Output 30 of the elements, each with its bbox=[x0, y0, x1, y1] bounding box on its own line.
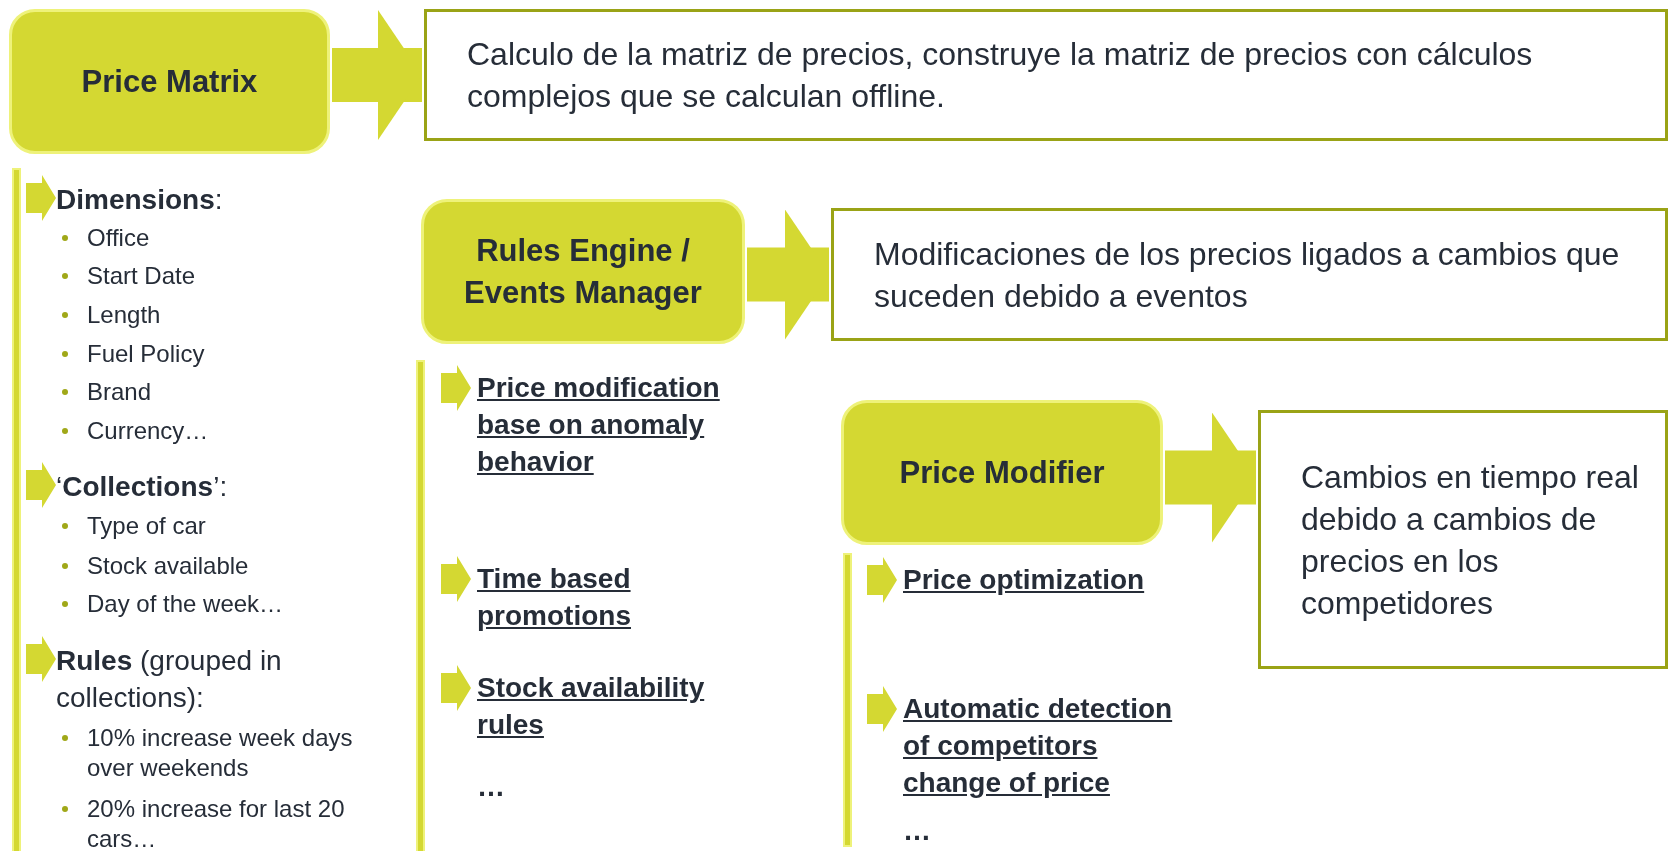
list-item: 20% increase for last 20 cars… bbox=[87, 794, 346, 851]
section-heading: ‘Collections’: bbox=[56, 470, 229, 504]
list-heading: Price optimization bbox=[903, 563, 1146, 597]
list-item: Length bbox=[87, 300, 162, 330]
list-heading: Automatic detection of competitors change of price bbox=[903, 692, 1174, 800]
description-box: Calculo de la matriz de precios, construye la matriz de precios con cálculos complejos que se calculan offline. bbox=[424, 9, 1668, 141]
section-heading: Rules (grouped in collections): bbox=[56, 644, 283, 715]
list-item: Office bbox=[87, 223, 151, 253]
list-item: Stock available bbox=[87, 551, 250, 581]
description-box: Cambios en tiempo real debido a cambios de precios en los competidores bbox=[1258, 410, 1668, 669]
list-item: Type of car bbox=[87, 511, 207, 541]
chevron-arrow bbox=[747, 209, 829, 340]
list-item: Start Date bbox=[87, 261, 197, 291]
list-heading: Time based promotions bbox=[477, 562, 632, 633]
chevron-arrow bbox=[1165, 412, 1256, 543]
section-heading: Dimensions: bbox=[56, 183, 224, 217]
chevron-arrow bbox=[332, 10, 422, 140]
process-box: Rules Engine / Events Manager bbox=[421, 199, 745, 344]
list-item: Currency… bbox=[87, 416, 210, 446]
description-box: Modificaciones de los precios ligados a cambios que suceden debido a eventos bbox=[831, 208, 1668, 341]
ellipsis-text: … bbox=[903, 814, 932, 848]
list-item: 10% increase week days over weekends bbox=[87, 723, 354, 783]
process-box: Price Matrix bbox=[9, 9, 330, 154]
list-item: Brand bbox=[87, 377, 153, 407]
list-item: Day of the week… bbox=[87, 589, 285, 619]
list-item: Fuel Policy bbox=[87, 339, 206, 369]
ellipsis-text: … bbox=[477, 770, 506, 804]
process-box: Price Modifier bbox=[841, 400, 1163, 545]
list-heading: Stock availability rules bbox=[477, 671, 706, 742]
list-heading: Price modification base on anomaly behavior bbox=[477, 371, 721, 479]
